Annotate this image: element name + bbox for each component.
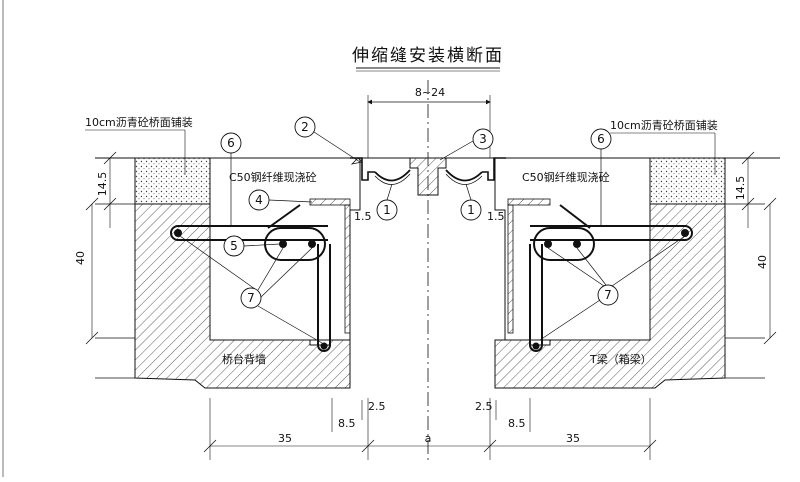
right-concrete-label: C50钢纤维现浇砼 — [522, 171, 610, 184]
callout-1-right-leader — [465, 183, 472, 201]
callout-1-left: 1 — [383, 203, 391, 217]
left-outer-edge — [95, 203, 136, 379]
right-width-dim: 35 — [566, 432, 580, 445]
right-step-dim: 1.5 — [487, 210, 505, 223]
callout-4: 4 — [255, 193, 263, 207]
right-paving-tick-1 — [741, 151, 755, 165]
right-rebar-dot-4 — [532, 342, 540, 350]
right-rebar-hook — [684, 225, 693, 241]
right-paving-tick-2 — [741, 197, 755, 211]
callout-6-right: 6 — [597, 132, 605, 146]
right-diagonal-bar — [559, 204, 591, 229]
left-step-dim: 1.5 — [354, 210, 372, 223]
callout-4-leader — [268, 199, 313, 203]
right-outer-edge — [724, 203, 765, 379]
left-edge-cap — [350, 157, 363, 165]
right-rebar-dot-1 — [681, 229, 689, 237]
callout-3-leader — [439, 140, 474, 161]
left-width-tick-1 — [203, 439, 217, 453]
left-rebar-dot-2 — [279, 240, 287, 248]
centre-beam — [409, 157, 447, 196]
left-anchor-web — [344, 204, 351, 334]
callout-1-right: 1 — [467, 203, 475, 217]
left-paving-tick-1 — [103, 151, 117, 165]
callout-6-left: 6 — [227, 136, 235, 150]
left-vertical-hook — [317, 344, 331, 352]
left-structure — [95, 157, 375, 389]
beam-label: T梁（箱梁） — [589, 352, 652, 366]
callout-7-right-circle — [597, 284, 619, 306]
right-height-dim: 40 — [756, 255, 769, 269]
left-anchor-plate — [309, 198, 351, 206]
left-rebar-dot-4 — [320, 342, 328, 350]
left-offset-dim: 2.5 — [368, 400, 386, 413]
right-height-tick-1 — [763, 197, 777, 211]
right-horizontal-rebar — [530, 225, 685, 241]
callout-2-circle — [294, 116, 316, 138]
left-height-dim: 40 — [74, 251, 87, 265]
left-width-dim: 35 — [278, 432, 292, 445]
right-rubber-seal-inner — [445, 173, 483, 185]
right-pocket-outline — [494, 158, 651, 341]
right-stirrup — [533, 227, 595, 261]
left-rubber-seal — [374, 169, 411, 182]
callouts: 2 3 6 6 4 1 1 5 7 7 — [179, 116, 686, 344]
right-structure — [482, 157, 765, 389]
right-height-tick-2 — [763, 331, 777, 345]
left-paving-label: 10cm沥青砼桥面铺装 — [85, 116, 193, 129]
left-concrete-label: C50钢纤维现浇砼 — [229, 171, 317, 184]
left-height-tick-2 — [85, 331, 99, 345]
callout-1-left-leader — [386, 183, 393, 201]
right-rubber-seal — [445, 169, 483, 182]
right-asphalt-paving — [649, 157, 726, 205]
left-rubber-seal-inner — [374, 173, 411, 185]
left-rebar-dot-3 — [308, 240, 316, 248]
left-diagonal-bar — [267, 204, 301, 229]
right-anchor-plate — [507, 198, 551, 206]
left-rebar-hook — [170, 225, 179, 241]
callout-7-left-circle — [240, 287, 262, 309]
right-bar-dim: 8.5 — [508, 417, 526, 430]
right-rebar-dot-3 — [573, 240, 581, 248]
left-bar-dim: 8.5 — [338, 417, 356, 430]
left-stirrup — [264, 227, 326, 261]
gap-dim: a — [425, 432, 432, 445]
gap-range-label: 8~24 — [415, 86, 445, 99]
left-vertical-rebar — [317, 244, 331, 345]
right-rebar-dot-2 — [544, 240, 552, 248]
right-paving-label: 10cm沥青砼桥面铺装 — [610, 119, 718, 132]
callout-7-left-leaders — [179, 235, 323, 344]
callout-3-circle — [472, 128, 494, 150]
left-rebar-dot-1 — [174, 229, 182, 237]
left-edge-steel — [350, 157, 375, 181]
right-vertical-hook — [529, 344, 543, 352]
left-horizontal-rebar — [178, 225, 328, 241]
right-width-tick — [643, 439, 657, 453]
callout-5-leader — [243, 243, 281, 247]
callout-3: 3 — [479, 132, 487, 146]
right-vertical-rebar — [529, 244, 543, 345]
callout-7-right-leaders — [539, 235, 686, 341]
callout-5: 5 — [230, 239, 238, 253]
callout-7-right: 7 — [604, 288, 612, 302]
callout-7-left: 7 — [247, 291, 255, 305]
left-paving-dim: 14.5 — [96, 172, 109, 197]
left-paving-tick-2 — [103, 197, 117, 211]
right-edge-steel — [482, 157, 506, 181]
left-asphalt-paving — [134, 157, 211, 205]
left-height-tick-1 — [85, 197, 99, 211]
callout-2: 2 — [301, 120, 309, 134]
abutment-label: 桥台背墙 — [222, 352, 266, 366]
right-offset-dim: 2.5 — [475, 400, 493, 413]
right-paving-dim: 14.5 — [734, 176, 747, 201]
callout-2-leader — [313, 131, 361, 163]
right-anchor-web — [507, 204, 514, 334]
joint-centre: 8~24 — [367, 80, 491, 460]
drawing-title: 伸缩缝安装横断面 — [352, 46, 504, 66]
